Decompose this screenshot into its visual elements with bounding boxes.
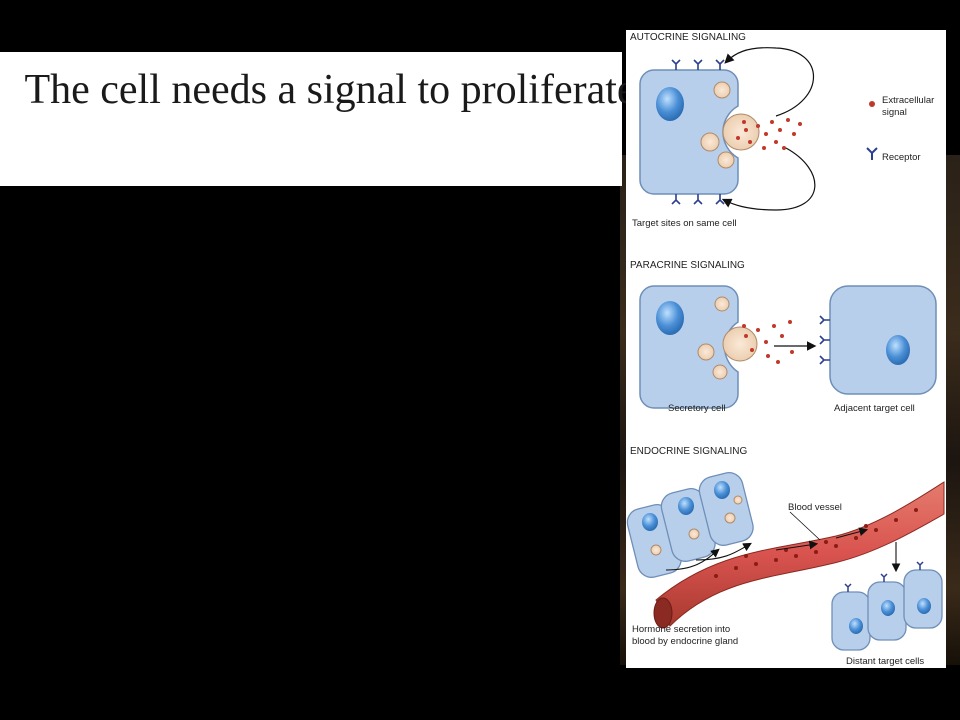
nucleus-icon	[849, 618, 863, 634]
endocrine-heading: ENDOCRINE SIGNALING	[630, 446, 747, 457]
endocrine-gland	[626, 472, 754, 578]
nucleus-icon	[656, 87, 684, 121]
nucleus-icon	[656, 301, 684, 335]
nucleus-icon	[886, 335, 910, 365]
paracrine-receptors	[819, 315, 830, 365]
target-caption: Adjacent target cell	[834, 403, 915, 414]
autocrine-cell	[639, 69, 760, 195]
autocrine-heading: AUTOCRINE SIGNALING	[630, 32, 746, 43]
adjacent-target-cell	[829, 285, 937, 395]
autocrine-signals	[736, 118, 802, 150]
slide-title: The cell needs a signal to proliferate	[24, 67, 636, 113]
receptor-icon	[866, 147, 878, 160]
secretory-cell	[639, 285, 758, 409]
title-banner: The cell needs a signal to proliferate	[0, 52, 636, 186]
signaling-diagram: AUTOCRINE SIGNALING Target sites on same…	[626, 32, 945, 667]
autocrine-receptors	[671, 59, 725, 205]
legend-receptor: Receptor	[882, 152, 921, 163]
nucleus-icon	[714, 481, 730, 499]
secretion-caption-line2: blood by endocrine gland	[632, 636, 738, 647]
autocrine-arrow-top	[724, 47, 814, 117]
nucleus-icon	[678, 497, 694, 515]
nucleus-icon	[881, 600, 895, 616]
extracellular-signal-icon	[869, 101, 875, 107]
distant-caption: Distant target cells	[846, 656, 924, 667]
paracrine-heading: PARACRINE SIGNALING	[630, 260, 745, 271]
legend-extracellular-line1: Extracellular	[882, 95, 934, 106]
flow-arrow-2	[835, 527, 869, 539]
secretion-arrow-2	[695, 542, 752, 561]
legend-extracellular-line2: signal	[882, 107, 907, 118]
autocrine-arrow-bottom	[721, 147, 816, 211]
blood-vessel-label: Blood vessel	[788, 502, 842, 513]
paracrine-signals	[742, 320, 794, 364]
secretion-caption-line1: Hormone secretion into	[632, 624, 730, 635]
nucleus-icon	[642, 513, 658, 531]
autocrine-caption: Target sites on same cell	[632, 218, 737, 229]
nucleus-icon	[917, 598, 931, 614]
flow-arrow-1	[775, 540, 819, 551]
secretion-arrow-1	[665, 548, 720, 571]
vessel-leader-line	[789, 511, 821, 541]
distant-receptors	[844, 561, 924, 592]
distant-target-cells	[831, 569, 943, 651]
cell-signaling-figure: AUTOCRINE SIGNALING Target sites on same…	[626, 30, 946, 668]
vessel-opening	[653, 597, 673, 629]
secretory-caption: Secretory cell	[668, 403, 726, 414]
blood-vessel	[655, 481, 945, 627]
